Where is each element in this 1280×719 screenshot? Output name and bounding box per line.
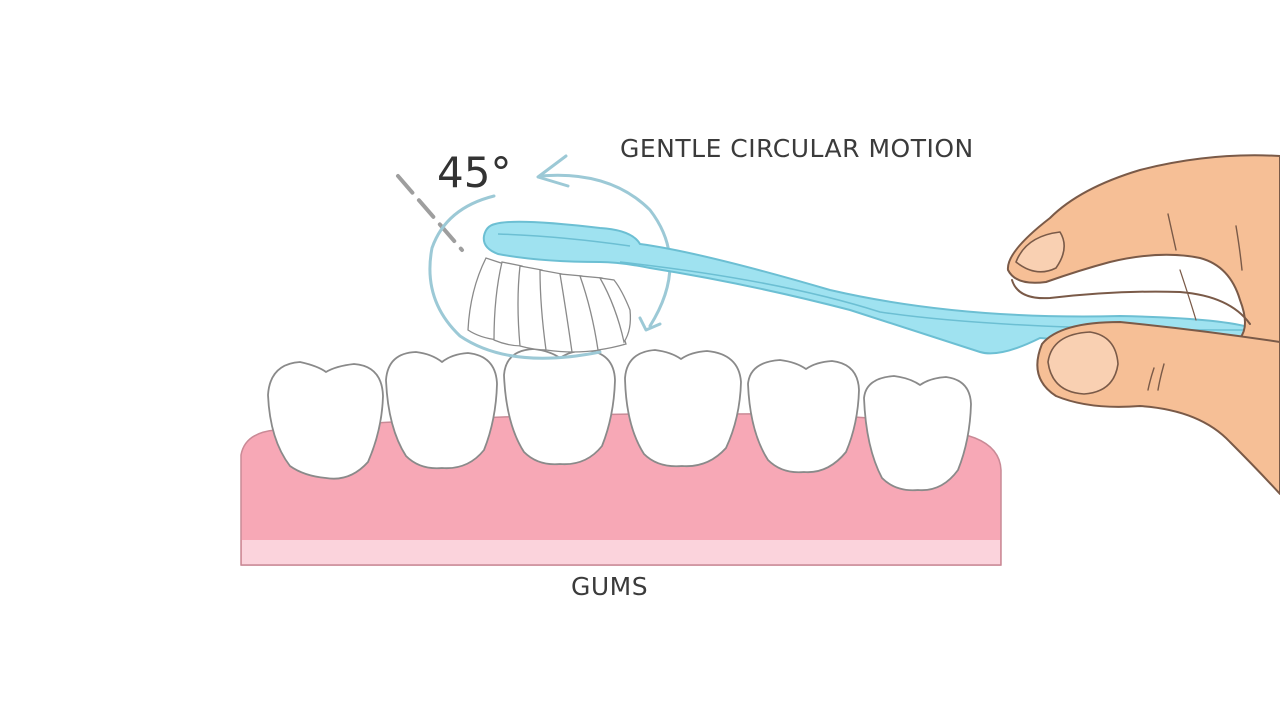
toothbrush-icon — [467, 220, 1256, 355]
angle-label: 45° — [437, 148, 512, 197]
tooth — [863, 375, 972, 492]
tooth — [624, 349, 742, 468]
dashed-angle-guide-icon — [396, 174, 464, 252]
hand-thumbnail — [1047, 331, 1119, 395]
toothbrush-head-ridge — [497, 233, 631, 247]
teeth-row — [267, 348, 972, 492]
gums-label: GUMS — [571, 572, 649, 601]
toothbrush-bristles — [467, 257, 632, 353]
hand-palm — [1006, 154, 1280, 347]
tooth — [747, 359, 860, 474]
tooth — [267, 361, 384, 480]
tooth — [503, 348, 616, 466]
motion-label: GENTLE CIRCULAR MOTION — [620, 134, 974, 163]
hand-fingernail — [1015, 231, 1065, 273]
hand-icon — [1006, 154, 1280, 495]
circular-arrow-icon — [428, 154, 672, 360]
gum-base-stripe — [242, 540, 1000, 565]
tooth — [385, 351, 498, 470]
hand-index-finger — [1011, 279, 1251, 325]
